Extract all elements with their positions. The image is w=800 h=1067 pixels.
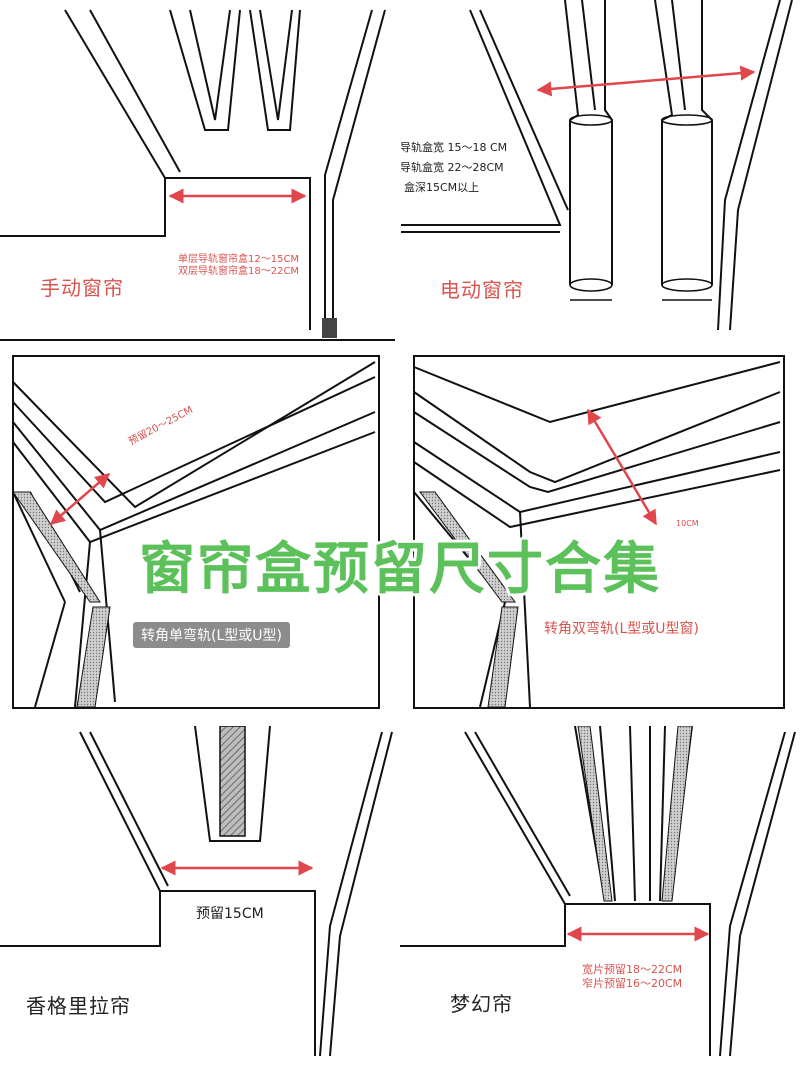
- corner-double-dim: 10CM: [676, 519, 699, 528]
- shangri-la-dim: 预留15CM: [196, 906, 264, 922]
- panel-corner-single: 预留20～25CM: [5, 352, 385, 712]
- dream-curtain-label: 梦幻帘: [450, 992, 513, 1016]
- electric-curtain-label: 电动窗帘: [440, 278, 524, 302]
- manual-dim-double: 双层导轨窗帘盒18～22CM: [178, 266, 300, 277]
- electric-dim-1: 导轨盒宽 15～18 CM: [400, 141, 508, 154]
- manual-curtain-label: 手动窗帘: [40, 276, 124, 300]
- separator-vertical-top: [395, 0, 401, 350]
- shangri-la-drawing: [0, 726, 393, 1057]
- corner-double-label: 转角双弯轨(L型或U型窗): [544, 621, 699, 637]
- panel-manual-curtain: 单层导轨窗帘盒12～15CM 双层导轨窗帘盒18～22CM 手动窗帘: [0, 0, 395, 350]
- main-title: 窗帘盒预留尺寸合集: [139, 537, 661, 602]
- electric-dim-2: 导轨盒宽 22～28CM: [400, 161, 504, 174]
- panel-shangri-la: 预留15CM 香格里拉帘: [0, 726, 395, 1067]
- manual-dim-single: 单层导轨窗帘盒12～15CM: [178, 254, 300, 265]
- panel-corner-double: 10CM 转角双弯轨(L型或U型窗): [410, 352, 790, 712]
- panel-electric-curtain: 导轨盒宽 15～18 CM 导轨盒宽 22～28CM 盒深15CM以上 电动窗帘: [400, 0, 800, 345]
- corner-single-label: 转角单弯轨(L型或U型): [133, 622, 290, 648]
- shangri-la-label: 香格里拉帘: [26, 994, 131, 1018]
- electric-dim-3: 盒深15CM以上: [404, 181, 480, 194]
- corner-double-drawing: [413, 355, 785, 709]
- dream-dim-wide: 宽片预留18～22CM: [582, 963, 683, 976]
- corner-single-drawing: [12, 355, 380, 709]
- dream-dim-narrow: 窄片预留16～20CM: [582, 977, 683, 990]
- electric-curtain-drawing: [400, 0, 793, 331]
- separator-horizontal-bottom: [0, 715, 800, 725]
- manual-curtain-drawing: [0, 9, 395, 341]
- panel-dream-curtain: 宽片预留18～22CM 窄片预留16～20CM 梦幻帘: [400, 726, 800, 1067]
- dream-curtain-drawing: [400, 726, 796, 1057]
